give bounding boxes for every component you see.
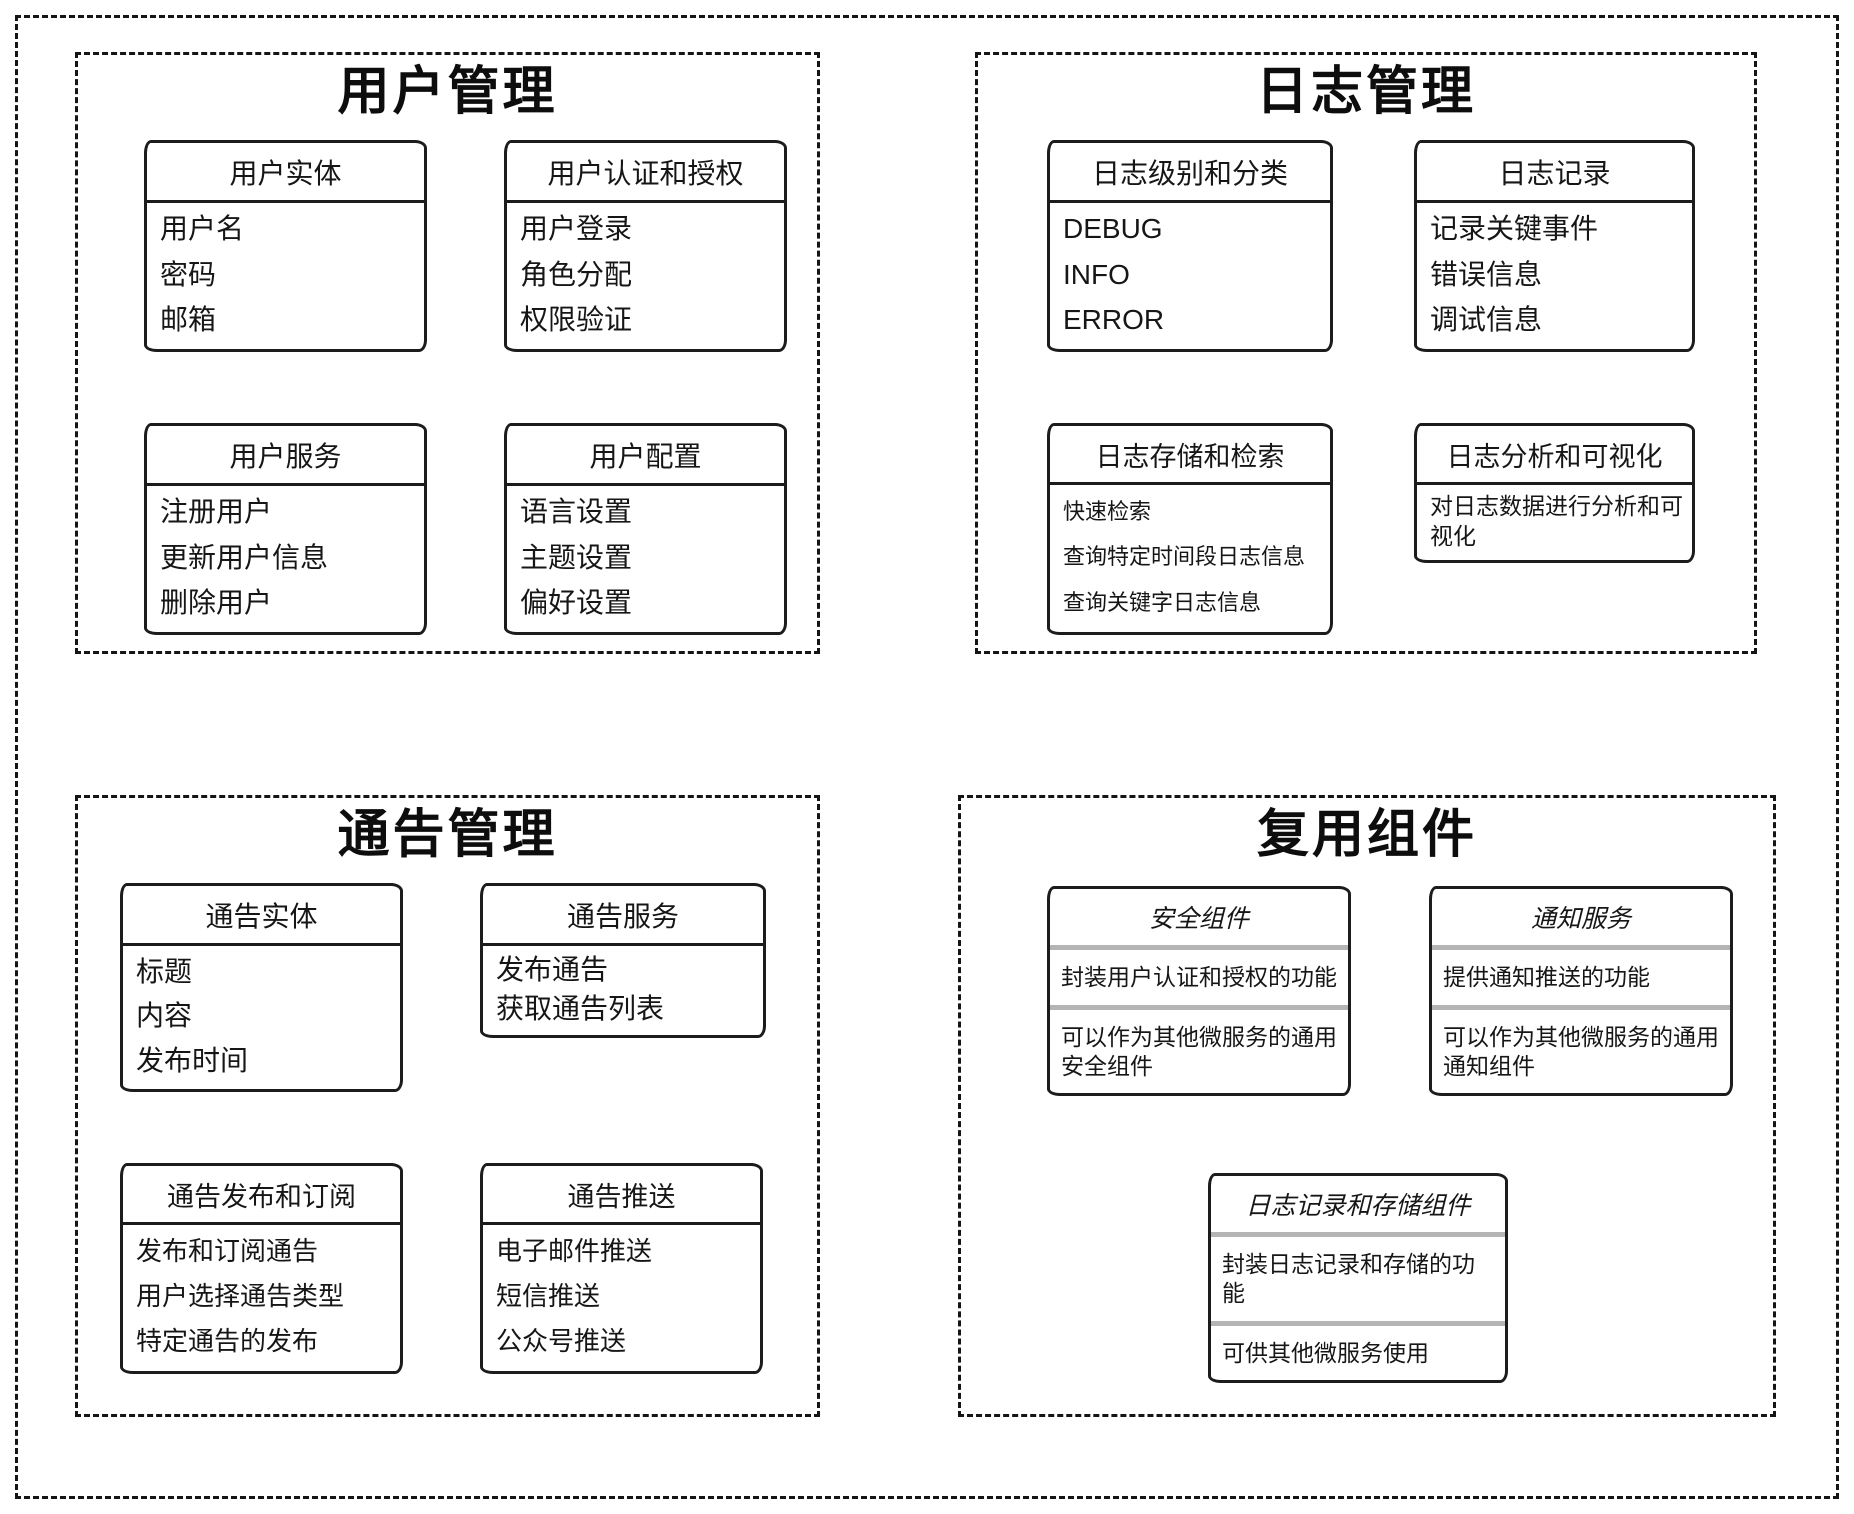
box-item: 查询关键字日志信息 xyxy=(1063,589,1262,615)
box-item: 权限验证 xyxy=(520,304,633,336)
box-title: 日志级别和分类 xyxy=(1050,143,1330,203)
box-item: 公众号推送 xyxy=(496,1326,627,1357)
box-item-list: 用户登录角色分配权限验证 xyxy=(507,203,784,349)
section-title: 通告管理 xyxy=(337,806,558,864)
box-title: 通知服务 xyxy=(1432,889,1730,950)
diagram-box: 通告推送电子邮件推送短信推送公众号推送 xyxy=(480,1163,763,1374)
box-item: 用户名 xyxy=(160,213,245,245)
box-item: 角色分配 xyxy=(520,258,633,290)
box-item: 发布时间 xyxy=(136,1044,249,1076)
box-item: 调试信息 xyxy=(1430,304,1543,336)
diagram-box: 用户配置语言设置主题设置偏好设置 xyxy=(504,423,787,635)
diagram-box: 通知服务提供通知推送的功能可以作为其他微服务的通用通知组件 xyxy=(1429,886,1733,1097)
box-item-list: 对日志数据进行分析和可视化 xyxy=(1417,485,1692,560)
box-item: 短信推送 xyxy=(496,1281,601,1312)
diagram-box: 用户实体用户名密码邮箱 xyxy=(144,140,427,352)
box-item-list: 封装日志记录和存储的功能可供其他微服务使用 xyxy=(1211,1237,1505,1380)
section-title: 用户管理 xyxy=(337,63,558,121)
box-item: 用户登录 xyxy=(520,213,633,245)
box-item: 记录关键事件 xyxy=(1430,213,1599,245)
box-title: 日志存储和检索 xyxy=(1050,426,1330,485)
box-item-list: 发布通告获取通告列表 xyxy=(483,946,763,1035)
box-item-list: 快速检索查询特定时间段日志信息查询关键字日志信息 xyxy=(1050,485,1330,632)
box-item: 快速检索 xyxy=(1063,498,1152,524)
box-item: 封装日志记录和存储的功能 xyxy=(1222,1251,1475,1306)
box-item: 获取通告列表 xyxy=(496,993,665,1025)
box-item: 密码 xyxy=(160,258,217,290)
box-title: 通告实体 xyxy=(123,886,400,946)
box-item: 偏好设置 xyxy=(520,587,633,619)
box-item: ERROR xyxy=(1063,304,1165,336)
box-item-list: 电子邮件推送短信推送公众号推送 xyxy=(483,1225,760,1371)
box-title: 通告发布和订阅 xyxy=(123,1166,400,1225)
box-item-list: 封装用户认证和授权的功能可以作为其他微服务的通用安全组件 xyxy=(1050,950,1348,1093)
box-title: 安全组件 xyxy=(1050,889,1348,950)
diagram-box: 通告实体标题内容发布时间 xyxy=(120,883,403,1092)
box-item: 提供通知推送的功能 xyxy=(1443,964,1650,990)
section-announcement-management: 通告管理 通告实体标题内容发布时间通告服务发布通告获取通告列表通告发布和订阅发布… xyxy=(75,795,820,1417)
diagram-box: 通告服务发布通告获取通告列表 xyxy=(480,883,766,1038)
box-item: 发布通告 xyxy=(496,953,609,985)
diagram-box: 日志分析和可视化对日志数据进行分析和可视化 xyxy=(1414,423,1695,563)
box-item-list: DEBUG INFO ERROR xyxy=(1050,203,1330,349)
box-item: 删除用户 xyxy=(160,587,273,619)
diagram-box: 通告发布和订阅发布和订阅通告用户选择通告类型特定通告的发布 xyxy=(120,1163,403,1374)
box-item: 用户选择通告类型 xyxy=(136,1281,345,1312)
section-reusable-components: 复用组件 安全组件封装用户认证和授权的功能可以作为其他微服务的通用安全组件通知服… xyxy=(958,795,1776,1417)
box-title: 通告推送 xyxy=(483,1166,760,1225)
box-item: 内容 xyxy=(136,1000,193,1032)
box-item: 语言设置 xyxy=(520,496,633,528)
diagram-box: 日志级别和分类 DEBUG INFO ERROR xyxy=(1047,140,1333,352)
box-item-list: 标题内容发布时间 xyxy=(123,946,400,1089)
box-item: 特定通告的发布 xyxy=(136,1326,319,1357)
box-title: 用户认证和授权 xyxy=(507,143,784,203)
box-item: 注册用户 xyxy=(160,496,273,528)
box-item: 邮箱 xyxy=(160,304,217,336)
box-item-list: 用户名密码邮箱 xyxy=(147,203,424,349)
box-title: 用户配置 xyxy=(507,426,784,486)
box-item-list: 注册用户更新用户信息删除用户 xyxy=(147,486,424,632)
section-title: 日志管理 xyxy=(1255,63,1476,121)
box-item: 电子邮件推送 xyxy=(496,1235,653,1266)
diagram-box: 用户认证和授权用户登录角色分配权限验证 xyxy=(504,140,787,352)
diagram-box: 日志记录记录关键事件错误信息调试信息 xyxy=(1414,140,1695,352)
diagram-box: 用户服务注册用户更新用户信息删除用户 xyxy=(144,423,427,635)
box-item: 可供其他微服务使用 xyxy=(1211,1320,1505,1381)
box-item: 可以作为其他微服务的通用安全组件 xyxy=(1050,1004,1348,1094)
box-item: 对日志数据进行分析和可视化 xyxy=(1430,492,1683,549)
box-title: 通告服务 xyxy=(483,886,763,946)
outer-dashed-border xyxy=(15,15,1839,1499)
box-item-list: 语言设置主题设置偏好设置 xyxy=(507,486,784,632)
diagram-box: 日志记录和存储组件封装日志记录和存储的功能可供其他微服务使用 xyxy=(1208,1173,1508,1384)
box-item-list: 提供通知推送的功能可以作为其他微服务的通用通知组件 xyxy=(1432,950,1730,1093)
diagram-box: 日志存储和检索快速检索查询特定时间段日志信息查询关键字日志信息 xyxy=(1047,423,1333,635)
box-item: 更新用户信息 xyxy=(160,541,329,573)
box-item: 可以作为其他微服务的通用通知组件 xyxy=(1432,1004,1730,1094)
diagram-box: 安全组件封装用户认证和授权的功能可以作为其他微服务的通用安全组件 xyxy=(1047,886,1351,1097)
box-item-list: 发布和订阅通告用户选择通告类型特定通告的发布 xyxy=(123,1225,400,1371)
box-title: 用户服务 xyxy=(147,426,424,486)
box-item: INFO xyxy=(1063,258,1130,290)
box-item: 错误信息 xyxy=(1430,258,1543,290)
box-title: 用户实体 xyxy=(147,143,424,203)
box-item: 发布和订阅通告 xyxy=(136,1235,319,1266)
section-title: 复用组件 xyxy=(1256,806,1477,864)
box-title: 日志分析和可视化 xyxy=(1417,426,1692,485)
box-item: 封装用户认证和授权的功能 xyxy=(1061,964,1337,990)
box-title: 日志记录 xyxy=(1417,143,1692,203)
box-item: 查询特定时间段日志信息 xyxy=(1063,544,1306,570)
box-title: 日志记录和存储组件 xyxy=(1211,1176,1505,1237)
box-item: DEBUG xyxy=(1063,213,1163,245)
box-item-list: 记录关键事件错误信息调试信息 xyxy=(1417,203,1692,349)
box-item: 标题 xyxy=(136,955,193,987)
section-user-management: 用户管理 用户实体用户名密码邮箱用户认证和授权用户登录角色分配权限验证用户服务注… xyxy=(75,52,820,654)
box-item: 主题设置 xyxy=(520,541,633,573)
